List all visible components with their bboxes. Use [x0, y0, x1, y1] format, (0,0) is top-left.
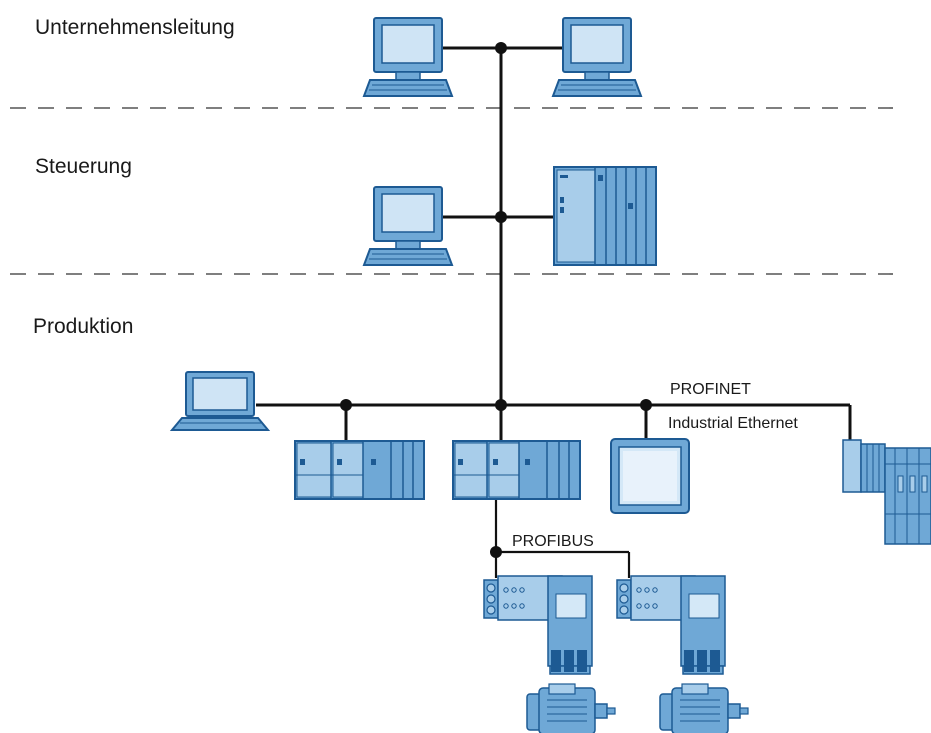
drive-icon[interactable] — [483, 575, 593, 675]
ethernet-lines — [256, 46, 852, 443]
junction-dots — [340, 42, 652, 558]
pc-icon[interactable] — [363, 17, 453, 97]
motor-icon[interactable] — [659, 683, 749, 733]
pc-icon[interactable] — [552, 17, 642, 97]
motor-icon[interactable] — [526, 683, 616, 733]
pc-icon[interactable] — [363, 186, 453, 266]
zone-label-production: Produktion — [33, 315, 133, 338]
label-profibus: PROFIBUS — [512, 533, 594, 550]
zone-label-control: Steuerung — [35, 155, 132, 178]
profibus-lines — [494, 500, 631, 578]
zone-label-enterprise: Unternehmensleitung — [35, 16, 235, 39]
laptop-icon[interactable] — [171, 371, 269, 431]
label-profinet: PROFINET — [670, 381, 751, 398]
hmi-panel-icon[interactable] — [610, 438, 690, 514]
plc-icon[interactable] — [452, 440, 581, 500]
label-industrial-ethernet: Industrial Ethernet — [668, 415, 798, 432]
io-station-icon[interactable] — [842, 439, 931, 545]
drive-icon[interactable] — [616, 575, 726, 675]
plc-icon[interactable] — [553, 166, 657, 266]
plc-icon[interactable] — [294, 440, 425, 500]
